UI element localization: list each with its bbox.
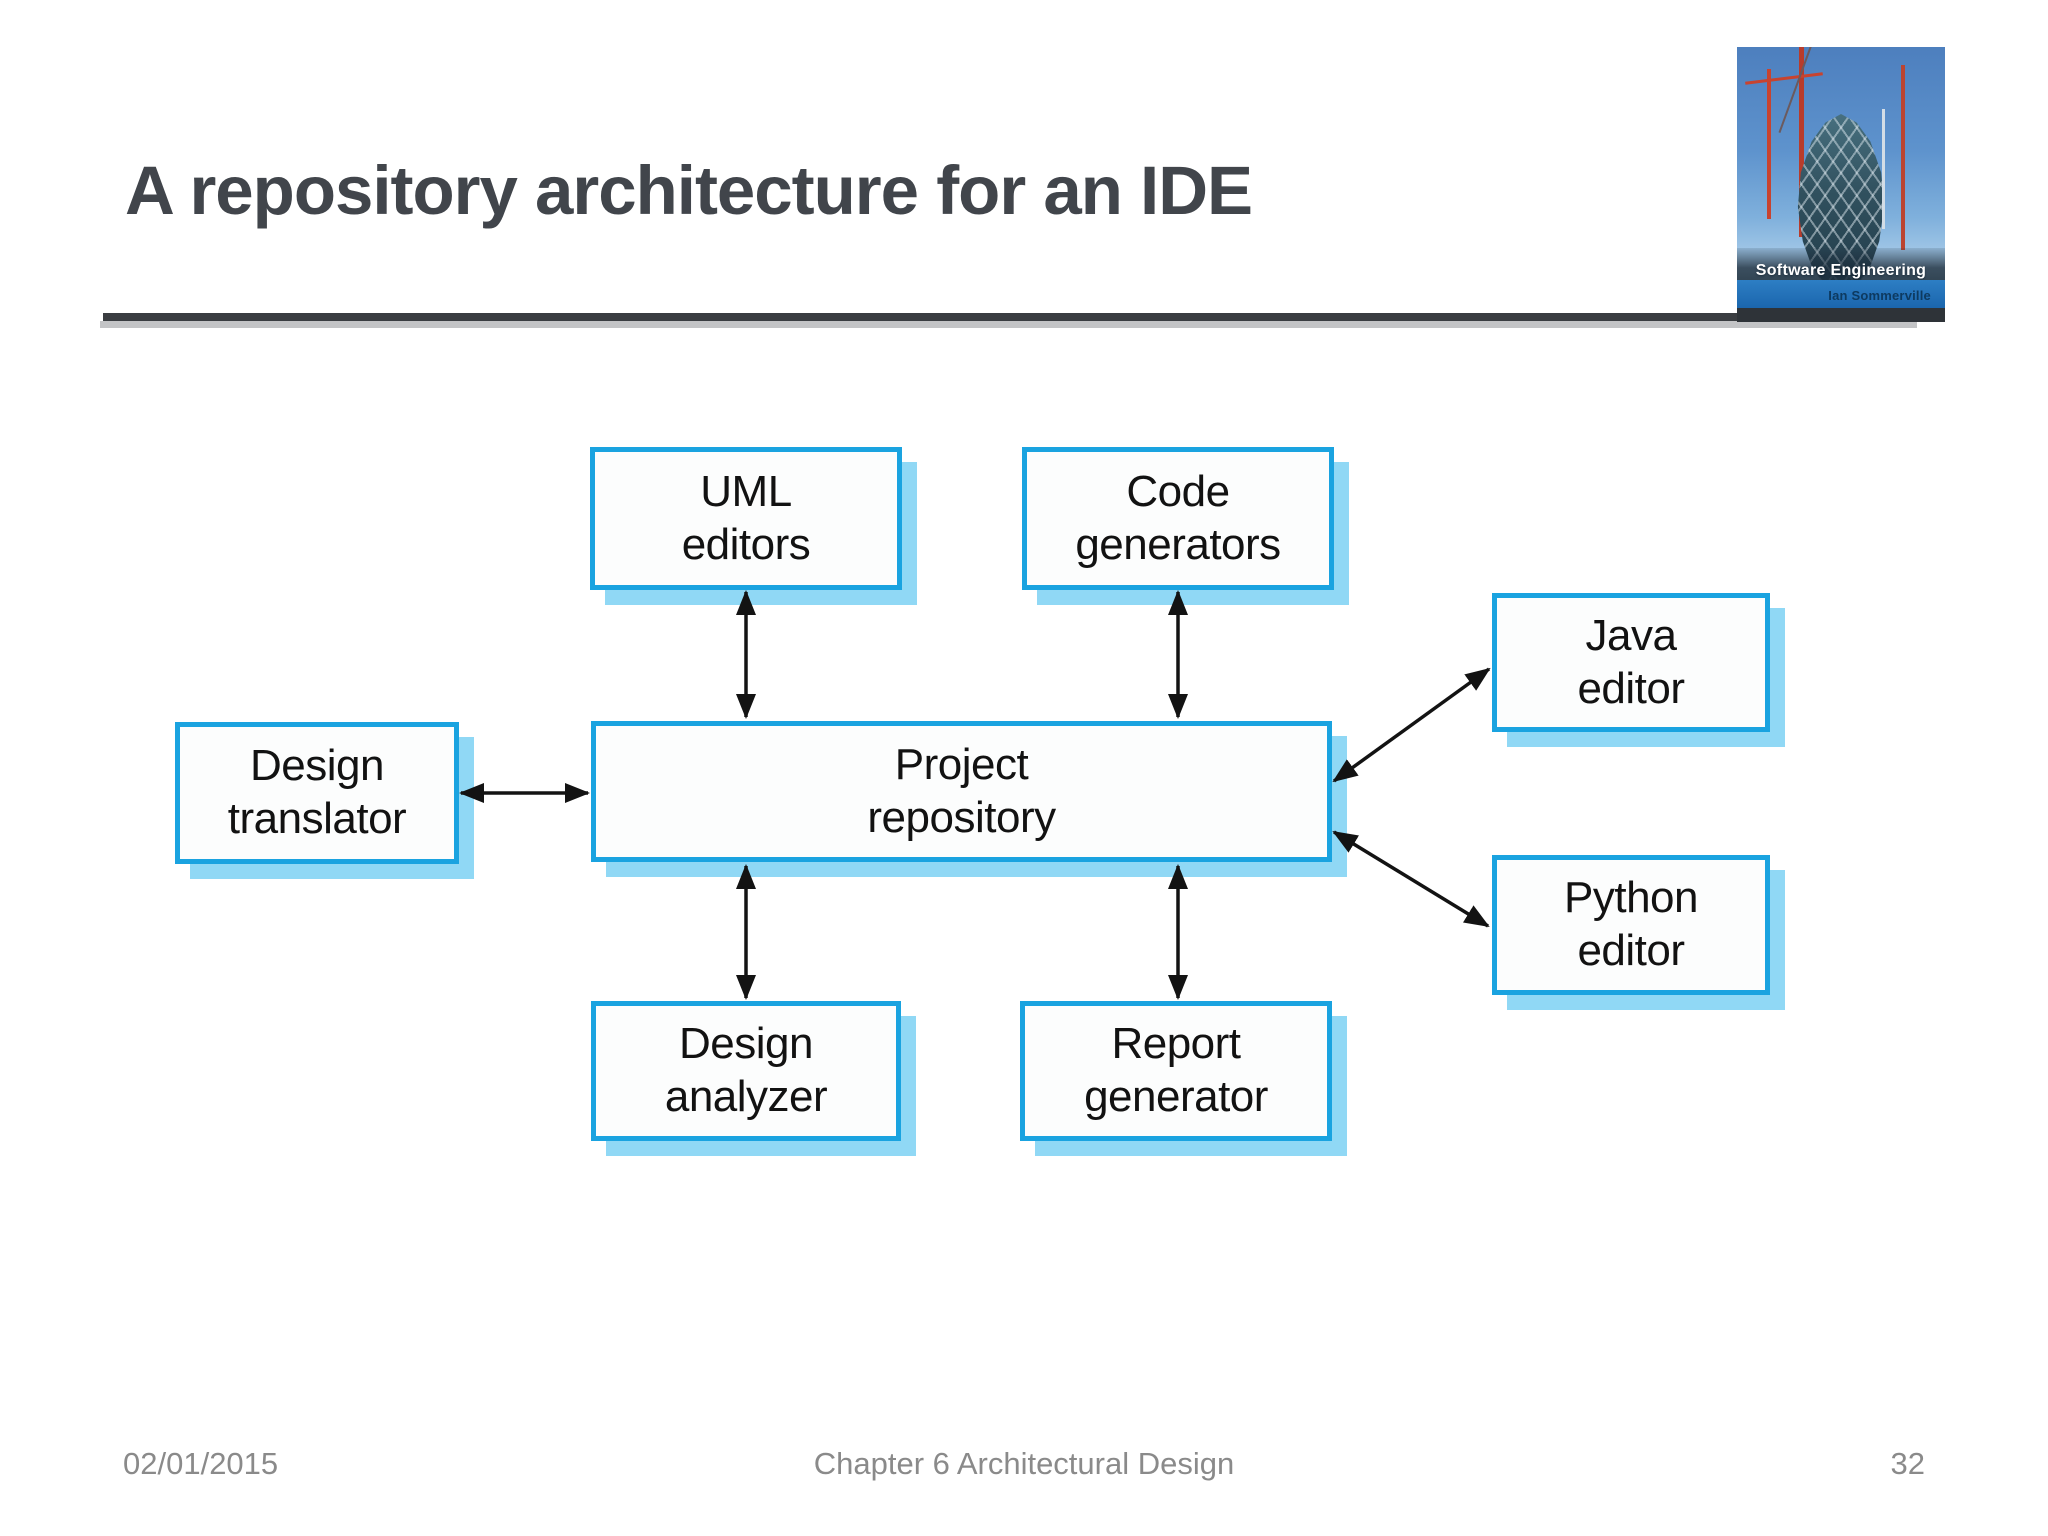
node-label: Code generators: [1075, 466, 1281, 569]
footer-date: 02/01/2015: [123, 1446, 279, 1481]
node-code-generators: Code generators: [1022, 447, 1334, 590]
node-label: Project repository: [867, 739, 1056, 842]
author-band: [1737, 280, 1945, 308]
node-report-generator: Report generator: [1020, 1001, 1332, 1141]
node-label: Java editor: [1577, 610, 1685, 713]
node-design-analyzer: Design analyzer: [591, 1001, 901, 1141]
node-java-editor: Java editor: [1492, 593, 1770, 732]
book-cover-logo: Software Engineering Ian Sommerville: [1737, 47, 1945, 322]
node-uml-editors: UML editors: [590, 447, 902, 590]
book-cover-author: Ian Sommerville: [1828, 288, 1931, 303]
crane-graphic: [1745, 72, 1823, 85]
node-project-repository: Project repository: [591, 721, 1332, 862]
node-label: Python editor: [1564, 873, 1698, 975]
node-python-editor: Python editor: [1492, 855, 1770, 995]
book-cover-title: Software Engineering: [1755, 262, 1927, 279]
footer-chapter: Chapter 6 Architectural Design: [813, 1446, 1235, 1481]
footer-page-number: 32: [1890, 1446, 1925, 1481]
page-title: A repository architecture for an IDE: [125, 152, 1253, 229]
node-label: Design analyzer: [664, 1019, 828, 1121]
title-rule: [103, 313, 1740, 321]
edge-python-editor-repository: [1332, 830, 1490, 928]
crane-graphic: [1901, 65, 1905, 250]
edge-java-editor-repository: [1332, 667, 1491, 783]
node-label: Report generator: [1084, 1019, 1268, 1121]
crane-graphic: [1799, 47, 1804, 237]
crane-graphic: [1778, 47, 1813, 133]
book-cover-base: [1737, 308, 1945, 322]
node-label: UML editors: [681, 466, 811, 569]
title-rule-shadow: [100, 321, 1917, 328]
crane-graphic: [1882, 109, 1885, 229]
node-design-translator: Design translator: [175, 722, 459, 864]
node-label: Design translator: [227, 741, 407, 843]
crane-graphic: [1767, 69, 1771, 219]
